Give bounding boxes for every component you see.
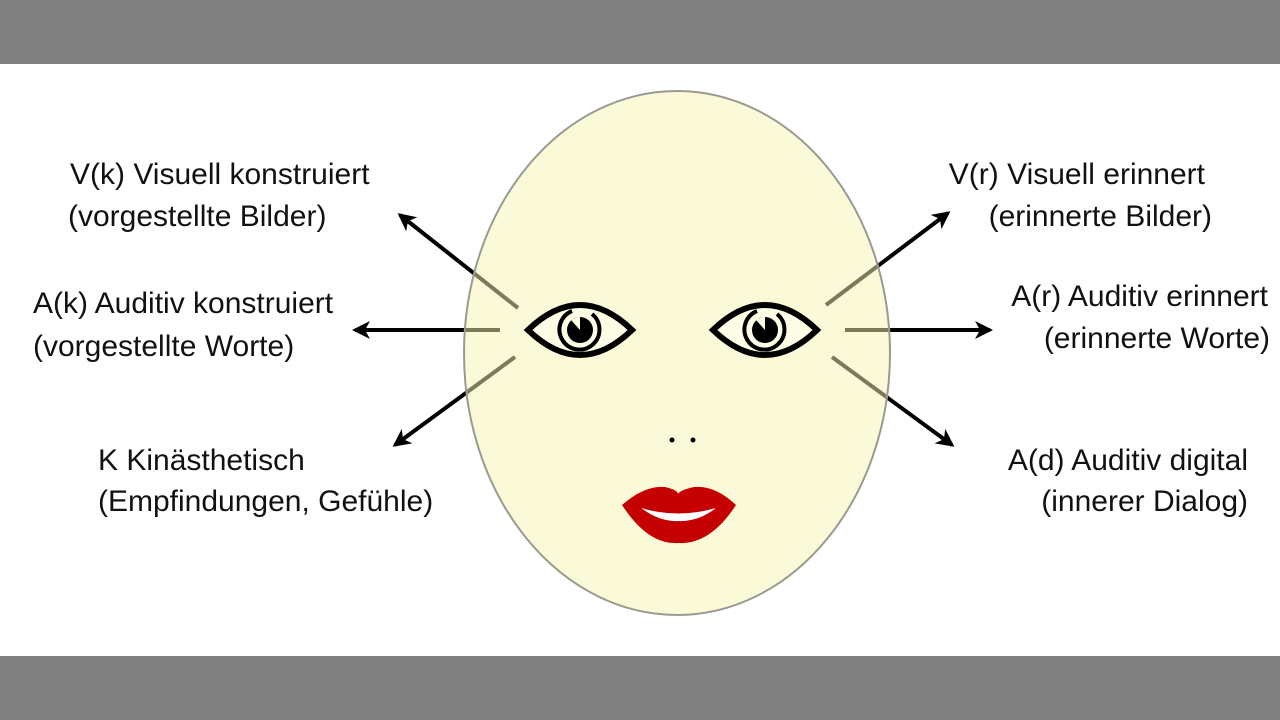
label-line1: A(d) Auditiv digital bbox=[1008, 444, 1248, 477]
label-line1: K Kinästhetisch bbox=[98, 444, 305, 477]
label-auditory-digital: A(d) Auditiv digital (innerer Dialog) bbox=[1008, 444, 1248, 518]
label-auditory-remembered: A(r) Auditiv erinnert (erinnerte Worte) bbox=[1011, 280, 1270, 355]
label-line2: (Empfindungen, Gefühle) bbox=[98, 485, 433, 518]
label-line1: V(r) Visuell erinnert bbox=[949, 158, 1206, 191]
bottom-letterbox-bar bbox=[0, 656, 1280, 720]
label-line2: (vorgestellte Bilder) bbox=[68, 200, 326, 233]
top-letterbox-bar bbox=[0, 0, 1280, 64]
label-line2: (erinnerte Bilder) bbox=[989, 200, 1212, 233]
label-visual-constructed: V(k) Visuell konstruiert (vorgestellte B… bbox=[68, 158, 370, 233]
nose-icon bbox=[669, 437, 696, 443]
left-eye-icon bbox=[523, 302, 637, 358]
label-line2: (innerer Dialog) bbox=[1041, 485, 1248, 518]
label-line2: (vorgestellte Worte) bbox=[33, 330, 294, 363]
label-line2: (erinnerte Worte) bbox=[1044, 322, 1270, 355]
label-visual-remembered: V(r) Visuell erinnert (erinnerte Bilder) bbox=[949, 158, 1212, 233]
label-line1: A(r) Auditiv erinnert bbox=[1011, 280, 1268, 313]
lips-icon bbox=[622, 486, 736, 544]
face bbox=[463, 90, 891, 616]
label-auditory-constructed: A(k) Auditiv konstruiert (vorgestellte W… bbox=[33, 287, 334, 363]
label-kinesthetic: K Kinästhetisch (Empfindungen, Gefühle) bbox=[98, 444, 433, 518]
label-line1: A(k) Auditiv konstruiert bbox=[33, 287, 334, 320]
right-eye-icon bbox=[708, 302, 822, 358]
label-line1: V(k) Visuell konstruiert bbox=[70, 158, 370, 191]
